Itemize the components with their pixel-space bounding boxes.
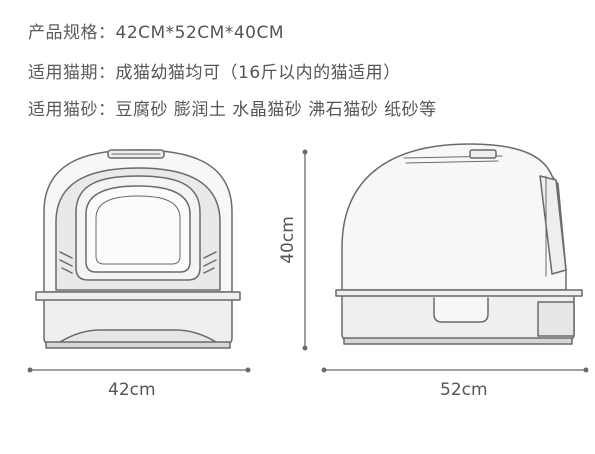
label-side-width: 52cm — [440, 380, 488, 400]
side-view-litter-box — [335, 143, 583, 345]
spec-value-size: 42CM*52CM*40CM — [115, 23, 285, 43]
label-front-width: 42cm — [108, 380, 156, 400]
spec-row-litter: 适用猫砂：豆腐砂 膨润土 水晶猫砂 沸石猫砂 纸砂等 — [28, 99, 437, 121]
label-height: 40cm — [277, 216, 298, 264]
spec-value-cat-age: 成猫幼猫均可（16斤以内的猫适用） — [115, 63, 401, 83]
dimension-front-width — [27, 367, 251, 373]
front-view-litter-box — [35, 149, 241, 349]
spec-row-size: 产品规格：42CM*52CM*40CM — [28, 22, 284, 44]
spec-row-cat-age: 适用猫期：成猫幼猫均可（16斤以内的猫适用） — [28, 62, 401, 84]
spec-label-cat-age: 适用猫期： — [28, 63, 116, 83]
dimension-height — [302, 149, 308, 351]
spec-value-litter: 豆腐砂 膨润土 水晶猫砂 沸石猫砂 纸砂等 — [115, 100, 437, 120]
spec-label-litter: 适用猫砂： — [28, 100, 116, 120]
spec-label-size: 产品规格： — [28, 23, 116, 43]
dimension-side-width — [321, 367, 589, 373]
